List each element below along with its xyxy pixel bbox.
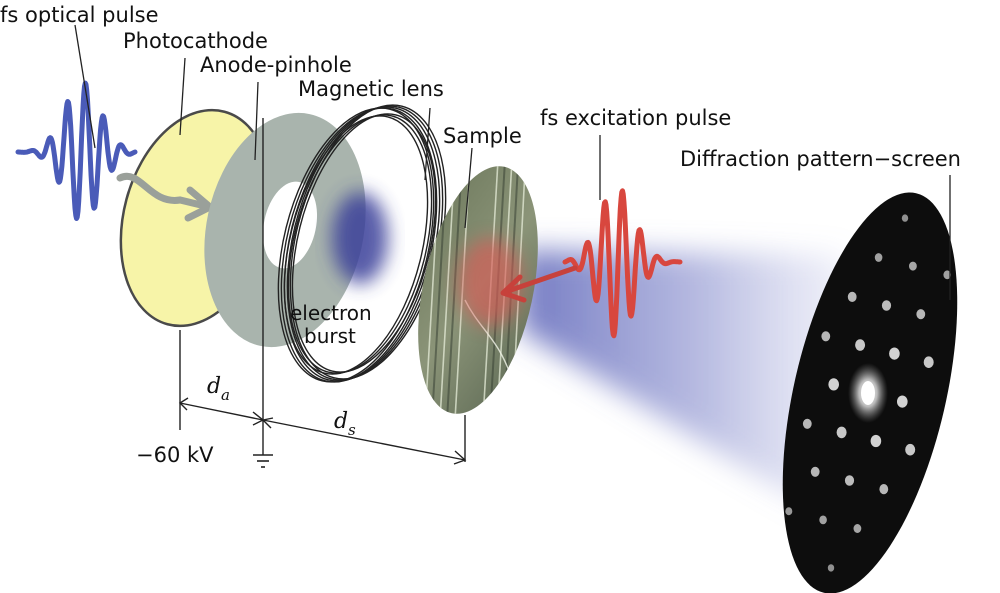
diffraction-spot [874, 253, 883, 262]
diffraction-spot [785, 507, 793, 516]
diffraction-spot [881, 300, 892, 311]
d-s-arrow-line [262, 419, 466, 461]
label-electron-burst-line1: electron [290, 301, 372, 325]
excitation-arrow-icon [502, 265, 578, 295]
diffraction-spot [905, 443, 916, 456]
label-d-s-sub: s [348, 421, 356, 439]
label-magnetic-lens: Magnetic lens [298, 77, 444, 101]
diffraction-spot [889, 347, 900, 360]
label-electron-burst-line2: burst [304, 324, 356, 348]
leader-sample [464, 147, 473, 229]
diffraction-spot [802, 418, 812, 429]
excitation-pulse-wave [562, 188, 683, 339]
electron-beam-cone [520, 250, 845, 520]
label-diffraction-screen: Diffraction pattern−screen [680, 147, 961, 171]
diffraction-screen [782, 192, 958, 593]
diffraction-spot [810, 466, 820, 477]
label-d-a-sub: a [221, 386, 230, 404]
label-anode-pinhole: Anode-pinhole [200, 53, 352, 77]
optical-pulse-wave [15, 80, 138, 221]
diffraction-spot [897, 395, 908, 408]
label-d-a-main: d [207, 374, 221, 399]
label-fs-optical-pulse: fs optical pulse [0, 3, 159, 27]
label-voltage: −60 kV [136, 443, 214, 467]
label-d-s: d s [334, 409, 356, 439]
ground-icon [253, 454, 273, 468]
diffraction-spot [836, 426, 847, 439]
diffraction-spot [901, 214, 909, 222]
diffraction-spot [923, 356, 934, 369]
diffraction-spot [844, 475, 855, 486]
diffraction-spot [879, 484, 889, 495]
diffraction-spots [785, 214, 951, 572]
leader-optical-pulse [74, 24, 96, 149]
leader-anode [254, 81, 259, 161]
label-fs-excitation-pulse: fs excitation pulse [540, 106, 731, 130]
leader-photocathode [179, 57, 186, 136]
diffraction-spot [916, 309, 926, 320]
dimension-lines [178, 118, 467, 465]
diffraction-spot [855, 339, 866, 351]
diffraction-spot [870, 434, 882, 448]
diffraction-spot [847, 291, 857, 302]
diffraction-spot [909, 261, 917, 271]
diffraction-spot [821, 331, 831, 342]
diffraction-spot [943, 270, 951, 280]
leader-lines [74, 24, 951, 300]
diffraction-spot [853, 524, 862, 533]
label-d-s-main: d [334, 409, 348, 434]
diffraction-spot [819, 515, 827, 525]
d-a-arrow-line [179, 402, 264, 421]
electron-burst-blob [332, 192, 388, 284]
photocathode-arrow-icon [116, 172, 209, 210]
label-sample: Sample [443, 124, 522, 148]
diffraction-spot [828, 378, 839, 391]
excitation-arrowhead-icon [500, 274, 527, 303]
diffraction-spot [827, 564, 835, 572]
label-photocathode: Photocathode [123, 29, 268, 53]
leader-magnetic-lens [424, 107, 431, 181]
label-d-a: d a [207, 374, 230, 404]
